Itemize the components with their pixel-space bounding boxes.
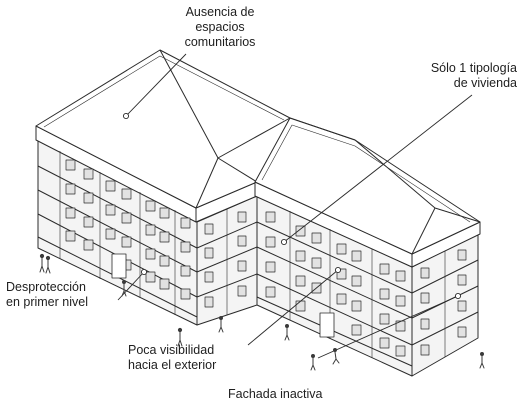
person-figure <box>284 324 290 341</box>
left-wing-windows <box>65 159 247 308</box>
right-wing-entrance <box>319 312 335 338</box>
label-line: Fachada inactiva <box>228 387 323 401</box>
label-line: Ausencia de <box>185 5 255 19</box>
person-figure <box>479 352 485 369</box>
label-ausencia-espacios-comunitarios: Ausencia de espacios comunitarios <box>160 5 280 50</box>
person-figure <box>310 354 316 371</box>
person-figure <box>332 348 340 365</box>
person-figure <box>218 316 224 333</box>
people-figures <box>39 253 485 371</box>
left-wing-entrance <box>111 253 127 279</box>
label-line: de vivienda <box>453 76 517 90</box>
label-line: espacios <box>195 20 245 34</box>
label-fachada-inactiva: Fachada inactiva <box>228 387 348 402</box>
label-line: Sólo 1 tipología <box>430 61 517 75</box>
label-line: comunitarios <box>184 35 256 49</box>
label-line: en primer nivel <box>6 295 88 309</box>
label-line: Poca visibilidad <box>128 343 215 357</box>
right-wing-windows <box>265 211 467 357</box>
person-figure <box>177 327 183 347</box>
leader-lines <box>117 53 473 359</box>
person-figure <box>45 255 51 274</box>
label-poca-visibilidad: Poca visibilidad hacia el exterior <box>128 343 248 373</box>
person-figure <box>121 280 127 297</box>
label-desproteccion-primer-nivel: Desprotección en primer nivel <box>6 280 126 310</box>
right-wing-roof <box>254 117 481 255</box>
person-figure <box>39 253 45 273</box>
label-line: hacia el exterior <box>128 358 217 372</box>
label-solo-1-tipologia: Sólo 1 tipología de vivienda <box>400 61 517 91</box>
label-line: Desprotección <box>6 280 86 294</box>
